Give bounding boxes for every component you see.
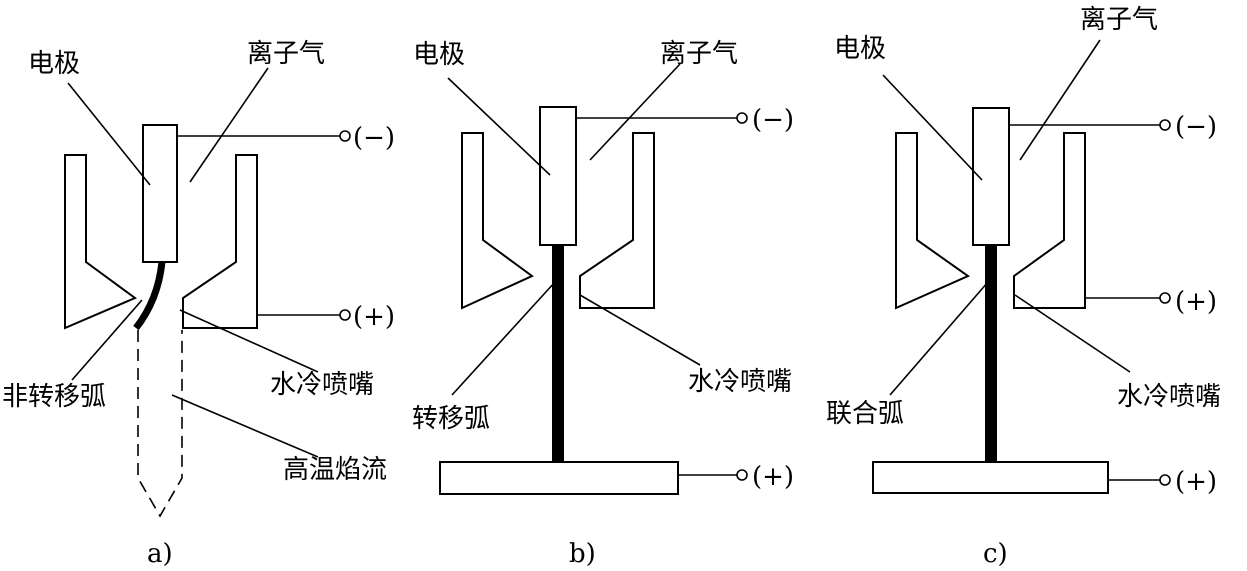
label-nozzle-b: 水冷喷嘴	[688, 367, 792, 397]
label-neg-a: (−)	[353, 123, 395, 153]
panel-b: 电极 离子气 (−) (+) 转移弧 水冷喷嘴 b)	[412, 39, 794, 569]
terminal-neg-c	[1159, 119, 1171, 131]
terminal-neg-b	[736, 112, 748, 124]
nozzle-left-a	[64, 154, 138, 330]
panel-a: 电极 离子气 (−) (+) 非转移弧 水冷喷嘴 高温焰流 a)	[2, 39, 395, 569]
label-electrode-b: 电极	[413, 40, 465, 70]
nozzle-right-b	[579, 132, 655, 309]
transferred-arc-shape	[552, 245, 564, 462]
terminal-pos-c2	[1159, 474, 1171, 486]
nozzle-left-c	[895, 132, 971, 310]
label-electrode-c: 电极	[834, 34, 886, 64]
label-plasma-gas-b: 离子气	[660, 39, 738, 69]
label-nontransferred-arc: 非转移弧	[2, 382, 106, 412]
label-pos-c: (+)	[1175, 287, 1217, 317]
panel-c: 电极 离子气 (−) (+) (+) 联合弧 水冷喷嘴 c)	[826, 5, 1221, 569]
nozzle-left-b	[461, 132, 534, 310]
label-nozzle-c: 水冷喷嘴	[1117, 382, 1221, 412]
caption-a: a)	[147, 539, 173, 569]
electrode-a	[142, 124, 178, 263]
terminal-pos-c	[1159, 292, 1171, 304]
label-pos-b: (+)	[752, 462, 794, 492]
terminal-neg-a	[339, 130, 351, 142]
label-neg-c: (−)	[1175, 112, 1217, 142]
label-nozzle-a: 水冷喷嘴	[270, 370, 374, 400]
caption-b: b)	[569, 539, 596, 569]
workpiece-c	[872, 461, 1109, 494]
workpiece-b	[439, 461, 679, 495]
nozzle-right-a	[182, 154, 258, 329]
label-plasma-gas-c: 离子气	[1080, 5, 1158, 35]
terminal-pos-b	[736, 469, 748, 481]
label-plasma-gas-a: 离子气	[247, 39, 325, 69]
terminal-pos-a	[339, 309, 351, 321]
label-pos-a: (+)	[353, 302, 395, 332]
label-hot-jet: 高温焰流	[283, 455, 387, 485]
label-pos-c2: (+)	[1175, 467, 1217, 497]
label-electrode-a: 电极	[28, 49, 80, 79]
label-combined-arc: 联合弧	[826, 399, 904, 429]
combined-arc-shape	[985, 245, 997, 462]
nozzle-right-c	[1013, 132, 1086, 309]
label-transferred-arc: 转移弧	[412, 404, 490, 434]
electrode-b	[539, 106, 577, 246]
hot-jet-outline	[137, 330, 183, 518]
nontransferred-arc-shape	[133, 261, 166, 331]
caption-c: c)	[983, 539, 1008, 569]
label-neg-b: (−)	[752, 105, 794, 135]
